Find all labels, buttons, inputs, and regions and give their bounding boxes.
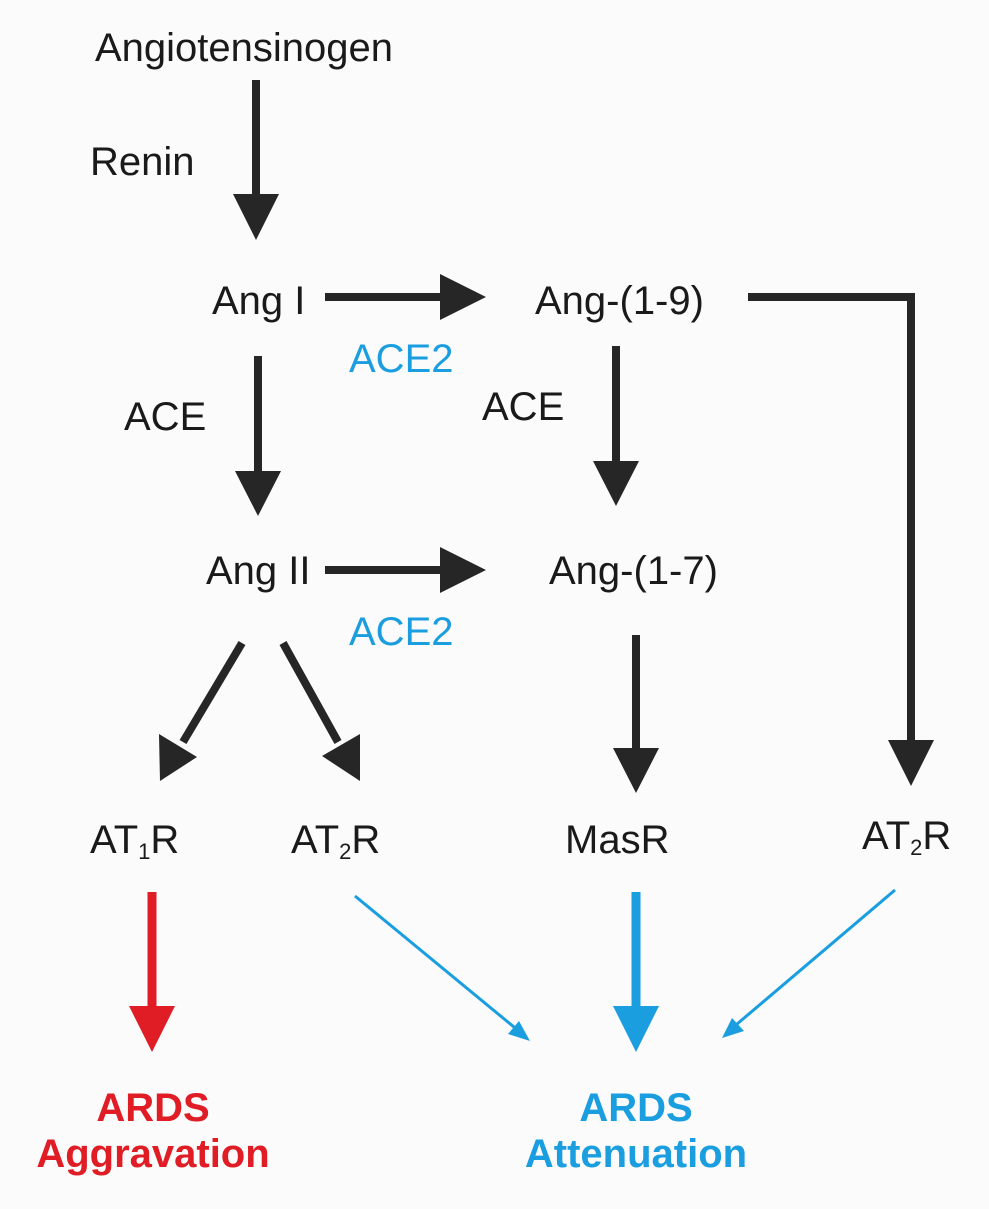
arrow-ang-i-to-ang-1-9 <box>325 274 486 320</box>
node-ang-1-9: Ang-(1-9) <box>535 279 704 323</box>
enzyme-ace2-top: ACE2 <box>349 337 454 381</box>
arrow-at2r-left-to-attenuation <box>354 894 530 1041</box>
enzyme-renin: Renin <box>90 140 195 184</box>
node-angiotensinogen: Angiotensinogen <box>95 26 394 70</box>
enzyme-ace2-bottom: ACE2 <box>349 610 454 654</box>
node-ang-1-7: Ang-(1-7) <box>549 549 718 593</box>
enzyme-ace-left: ACE <box>124 395 207 439</box>
arrow-masr-to-attenuation <box>613 892 659 1052</box>
arrow-at2r-right-to-attenuation <box>722 888 896 1038</box>
arrow-ang-i-to-ang-ii <box>235 356 281 516</box>
arrow-ang-ii-to-at1r <box>159 640 246 781</box>
arrow-ang-1-9-to-at2r-right <box>748 293 934 786</box>
node-ang-ii: Ang II <box>206 549 311 593</box>
outcome-ards-attenuation: ARDS Attenuation <box>524 1086 748 1176</box>
arrow-angiotensinogen-to-ang-i <box>233 80 279 240</box>
node-masr: MasR <box>565 818 670 862</box>
arrow-ang-1-7-to-masr <box>613 635 659 793</box>
outcome-ards-aggravation: ARDS Aggravation <box>36 1086 270 1176</box>
node-at2r-left: AT2R <box>291 818 381 864</box>
arrow-ang-ii-to-ang-1-7 <box>325 547 486 593</box>
arrow-ang-ii-to-at2r-left <box>279 641 360 781</box>
node-ang-i: Ang I <box>212 279 306 323</box>
arrow-ang-1-9-to-ang-1-7 <box>593 346 639 506</box>
node-at1r: AT1R <box>90 818 180 864</box>
node-at2r-right: AT2R <box>862 814 952 860</box>
arrow-at1r-to-aggravation <box>129 892 175 1052</box>
enzyme-ace-right: ACE <box>482 385 565 429</box>
